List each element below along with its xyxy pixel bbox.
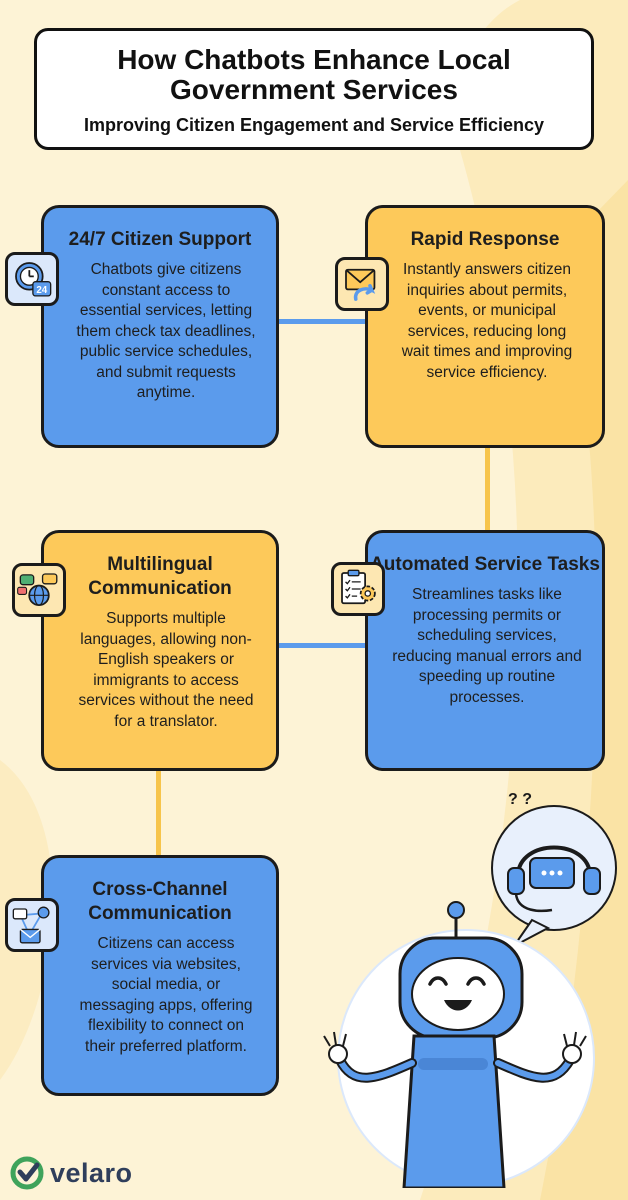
card-body: Instantly answers citizen inquiries abou… [401,261,573,381]
connector-1-2 [276,319,370,324]
card-cross-channel: Cross-Channel Communication Citizens can… [41,855,279,1096]
card-title: Rapid Response [410,229,560,250]
page-subtitle: Improving Citizen Engagement and Service… [83,115,545,135]
card-body: Streamlines tasks like processing permit… [392,586,582,706]
checklist-gear-icon [331,562,385,616]
velaro-logo: velaro [10,1156,133,1190]
clock-24-icon: 24 [5,252,59,306]
robot-support-icon: ? ? [323,791,617,1188]
card-automated-tasks: Automated Service Tasks Streamlines task… [365,530,605,771]
card-rapid-response: Rapid Response Instantly answers citizen… [365,205,605,448]
card-body: Citizens can access services via website… [79,935,253,1055]
page-title: How Chatbots Enhance Local Government Se… [117,44,511,105]
card-body: Chatbots give citizens constant access t… [76,261,256,401]
card-title: Multilingual Communication [88,554,232,599]
title-box: How Chatbots Enhance Local Government Se… [34,28,594,150]
envelope-reply-icon [335,257,389,311]
card-multilingual: Multilingual Communication Supports mult… [41,530,279,771]
card-title: Cross-Channel Communication [88,879,232,924]
svg-text:? ?: ? ? [508,791,532,808]
connector-2-4 [485,445,490,535]
velaro-logo-icon [10,1156,44,1190]
channels-network-icon [5,898,59,952]
svg-text:24: 24 [36,285,47,296]
connector-4-3 [276,643,370,648]
brand-name: velaro [50,1157,133,1188]
card-title: Automated Service Tasks [370,554,600,575]
card-citizen-support: 24/7 Citizen Support Chatbots give citiz… [41,205,279,448]
card-body: Supports multiple languages, allowing no… [78,610,254,730]
globe-chat-icon [12,563,66,617]
connector-3-5 [156,768,161,858]
card-title: 24/7 Citizen Support [68,229,252,250]
